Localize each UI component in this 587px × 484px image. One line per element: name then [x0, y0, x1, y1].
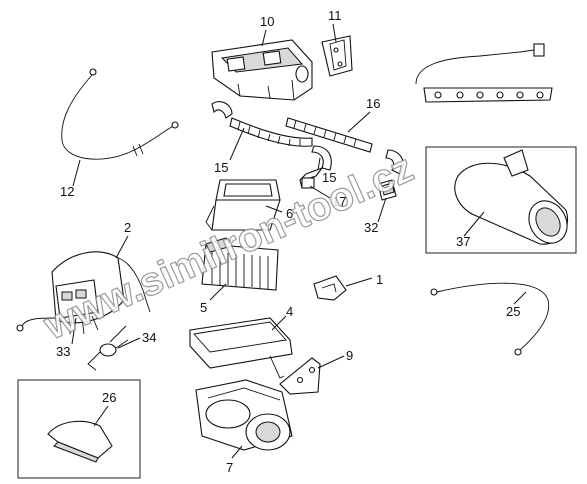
callout-4: 4 — [286, 304, 293, 319]
callout-12: 12 — [60, 184, 74, 199]
part-10-heater-housing — [211, 39, 313, 101]
part-4-tray — [189, 317, 293, 379]
callout-34: 34 — [142, 330, 156, 345]
callout-5: 5 — [200, 300, 207, 315]
callout-15-upper: 15 — [214, 160, 228, 175]
part-34-connector — [87, 325, 129, 371]
callout-26: 26 — [102, 390, 116, 405]
part-9-bracket — [279, 357, 321, 395]
callout-11: 11 — [328, 8, 342, 23]
wiring-harness — [415, 43, 553, 103]
leader-lines — [71, 23, 527, 459]
callout-16: 16 — [366, 96, 380, 111]
part-12-cable — [61, 68, 179, 160]
part-25-cable — [430, 282, 550, 356]
callout-2: 2 — [124, 220, 131, 235]
callout-32: 32 — [364, 220, 378, 235]
callout-10: 10 — [260, 14, 274, 29]
part-17-connector — [301, 177, 315, 189]
callout-6: 6 — [286, 206, 293, 221]
part-33-harness — [16, 315, 99, 335]
callout-7: 7 — [226, 460, 233, 475]
part-37-duct-tube — [454, 149, 568, 245]
part-2-control-panel — [51, 251, 151, 324]
inset-box-37 — [425, 146, 577, 254]
callout-17: 17 — [332, 194, 346, 209]
callout-37: 37 — [456, 234, 470, 249]
callout-9: 9 — [346, 348, 353, 363]
part-11-bracket — [321, 35, 353, 77]
callout-25: 25 — [506, 304, 520, 319]
part-26-knob — [47, 420, 113, 463]
part-15-hose-upper — [211, 101, 313, 147]
inset-box-26 — [17, 379, 141, 479]
callout-33: 33 — [56, 344, 70, 359]
callout-1: 1 — [376, 272, 383, 287]
watermark: www.similron-tool.cz — [37, 146, 420, 349]
part-6-duct — [205, 179, 281, 231]
callout-15-lower: 15 — [322, 170, 336, 185]
part-7-blower — [195, 379, 293, 451]
part-16-hose — [285, 117, 404, 175]
part-32-connector — [377, 179, 397, 201]
part-1-clip — [313, 275, 347, 301]
part-5-heater-core — [201, 237, 279, 291]
